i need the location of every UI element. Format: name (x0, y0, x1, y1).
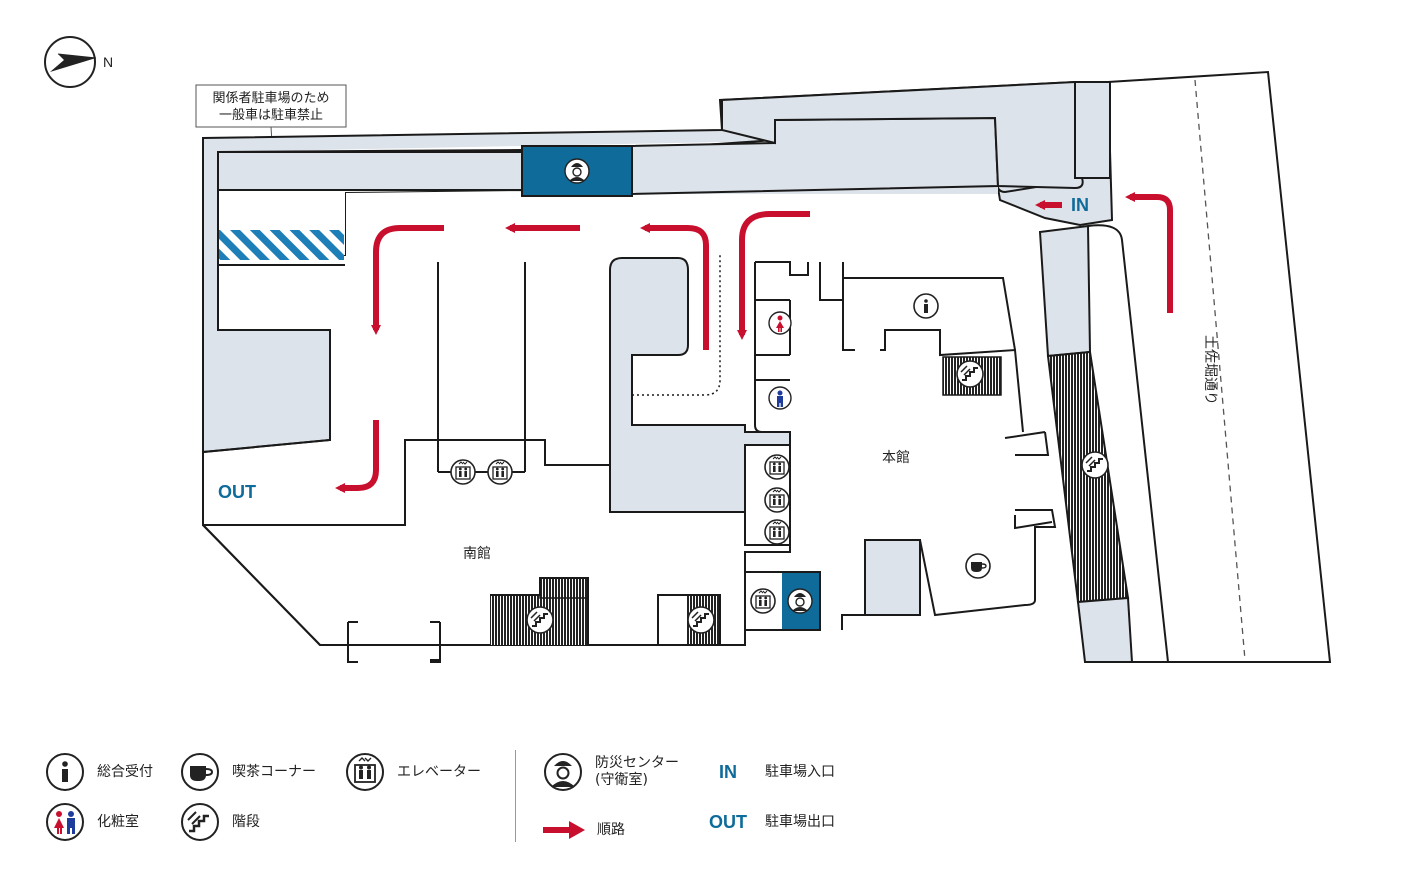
elevator-icon (750, 588, 776, 614)
legend-info-label: 総合受付 (97, 763, 153, 780)
legend-in-label: 駐車場入口 (765, 763, 835, 780)
legend-info: 総合受付 (45, 752, 153, 792)
route-arrows (335, 192, 1173, 493)
stairs-icon (1081, 451, 1109, 479)
street-label: 土佐堀通り (1202, 335, 1218, 405)
cafe-icon (180, 752, 220, 792)
legend-divider (515, 750, 516, 842)
legend-out-label: 駐車場出口 (765, 813, 835, 830)
elevator-icon (764, 487, 790, 513)
compass-icon (44, 36, 97, 88)
security-icon (787, 588, 813, 614)
security-icon (564, 158, 590, 184)
stairs-icon (526, 606, 554, 634)
elevator-icon (764, 454, 790, 480)
in-label: IN (1071, 195, 1089, 215)
legend-elevator: エレベーター (345, 752, 481, 792)
security-icon (543, 752, 583, 792)
legend-cafe-label: 喫茶コーナー (232, 763, 316, 780)
stairs-icon (956, 360, 984, 388)
info-icon (913, 293, 939, 319)
stairs-icon (687, 606, 715, 634)
out-label: OUT (218, 482, 256, 502)
staff-parking-hatch (218, 230, 344, 260)
notice-line2: 一般車は駐車禁止 (219, 107, 323, 123)
notice-line1: 関係者駐車場のため (212, 91, 329, 106)
compass-north-label: N (103, 54, 113, 70)
elevator-icon (345, 752, 385, 792)
cafe-icon (965, 553, 991, 579)
legend-route-label: 順路 (597, 821, 625, 838)
elevator-icon (764, 519, 790, 545)
legend: 総合受付 喫茶コーナー エレベーター 化粧室 階段 防災センター (守衛室) (0, 740, 1420, 860)
legend-elevator-label: エレベーター (397, 763, 481, 780)
elevator-icon (487, 459, 513, 485)
south-building-label: 南館 (463, 545, 491, 562)
male-restroom-icon (768, 386, 792, 410)
central-block (609, 257, 791, 513)
female-restroom-icon (768, 311, 792, 335)
legend-security-line1: 防災センター (595, 755, 679, 771)
legend-restroom-label: 化粧室 (97, 813, 139, 830)
legend-cafe: 喫茶コーナー (180, 752, 316, 792)
legend-security: 防災センター (守衛室) (543, 752, 679, 792)
restroom-icon (45, 802, 85, 842)
elevator-icon (450, 459, 476, 485)
legend-stairs: 階段 (180, 802, 260, 842)
legend-stairs-label: 階段 (232, 813, 260, 830)
legend-security-label: 防災センター (守衛室) (595, 755, 679, 789)
legend-in-code: IN (719, 761, 737, 782)
route-arrow-icon (543, 810, 585, 850)
legend-out: OUT 駐車場出口 (703, 802, 835, 842)
info-icon (45, 752, 85, 792)
legend-restroom: 化粧室 (45, 802, 139, 842)
legend-route: 順路 (543, 810, 625, 850)
legend-security-line2: (守衛室) (595, 772, 648, 788)
main-building (841, 262, 1057, 630)
stairs-icon (180, 802, 220, 842)
floor-map: N 関係者駐車場のため 一般車は駐車禁止 (44, 36, 1332, 663)
legend-in: IN 駐車場入口 (703, 752, 835, 792)
main-building-label: 本館 (882, 449, 910, 466)
legend-out-code: OUT (709, 811, 747, 832)
